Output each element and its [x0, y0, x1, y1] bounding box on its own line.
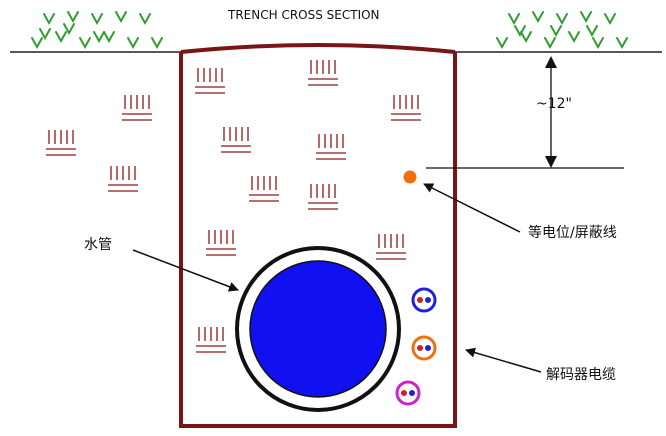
decoder-cable-orange [411, 335, 437, 361]
grass-tuft [79, 37, 91, 50]
water-pipe-leader [132, 249, 239, 292]
water-pipe [249, 260, 387, 398]
decoder-cable-leader [465, 347, 542, 373]
grass-tuft [508, 13, 520, 26]
grass-tuft [586, 25, 598, 38]
soil-mark [108, 166, 138, 192]
trench-outline [179, 43, 457, 428]
grass-left [31, 11, 163, 50]
soil-mark [316, 134, 346, 160]
bonding-wire-dot [403, 170, 417, 184]
grass-tuft [115, 11, 127, 24]
soil-marks [46, 60, 421, 353]
bonding-wire-leader [423, 183, 521, 233]
grass-tuft [139, 13, 151, 26]
grass-tuft [544, 37, 556, 50]
soil-mark [308, 184, 338, 210]
soil-mark [206, 230, 236, 256]
grass-tuft [91, 13, 103, 26]
soil-mark [196, 327, 226, 353]
grass-tuft [31, 37, 43, 50]
grass-tuft [103, 31, 115, 44]
water-pipe-label: 水管 [84, 237, 112, 253]
grass-tuft [592, 37, 604, 50]
grass-tuft [550, 25, 562, 38]
grass-tuft [514, 25, 526, 38]
diagram-title: TRENCH CROSS SECTION [228, 8, 380, 22]
grass-tuft [520, 31, 532, 44]
soil-mark [249, 176, 279, 202]
depth-arrow-bottom [545, 156, 557, 168]
grass-tuft [39, 28, 51, 41]
soil-mark [46, 130, 76, 156]
soil-mark [122, 95, 152, 121]
grass-right [496, 11, 628, 50]
depth-label: ~12" [536, 96, 572, 112]
grass-tuft [55, 31, 67, 44]
grass-tuft [151, 37, 163, 50]
grass-tuft [568, 31, 580, 44]
decoder-cable-magenta [395, 380, 421, 406]
soil-mark [391, 95, 421, 121]
grass-tuft [127, 37, 139, 50]
soil-mark [308, 60, 338, 86]
soil-mark [376, 234, 406, 260]
grass-tuft [93, 31, 105, 44]
grass-tuft [43, 13, 55, 26]
soil-mark [195, 68, 225, 94]
depth-arrow-top [545, 56, 557, 68]
grass-tuft [616, 37, 628, 50]
grass-tuft [604, 13, 616, 26]
grass-tuft [63, 23, 75, 36]
grass-tuft [496, 37, 508, 50]
grass-tuft [580, 11, 592, 24]
grass-tuft [556, 13, 568, 26]
grass-tuft [67, 11, 79, 24]
soil-mark [221, 127, 251, 153]
grass-tuft [532, 11, 544, 24]
decoder-cable-blue [411, 287, 437, 313]
decoder-cable-label: 解码器电缆 [546, 367, 616, 383]
bonding-wire-label: 等电位/屏蔽线 [528, 225, 617, 241]
